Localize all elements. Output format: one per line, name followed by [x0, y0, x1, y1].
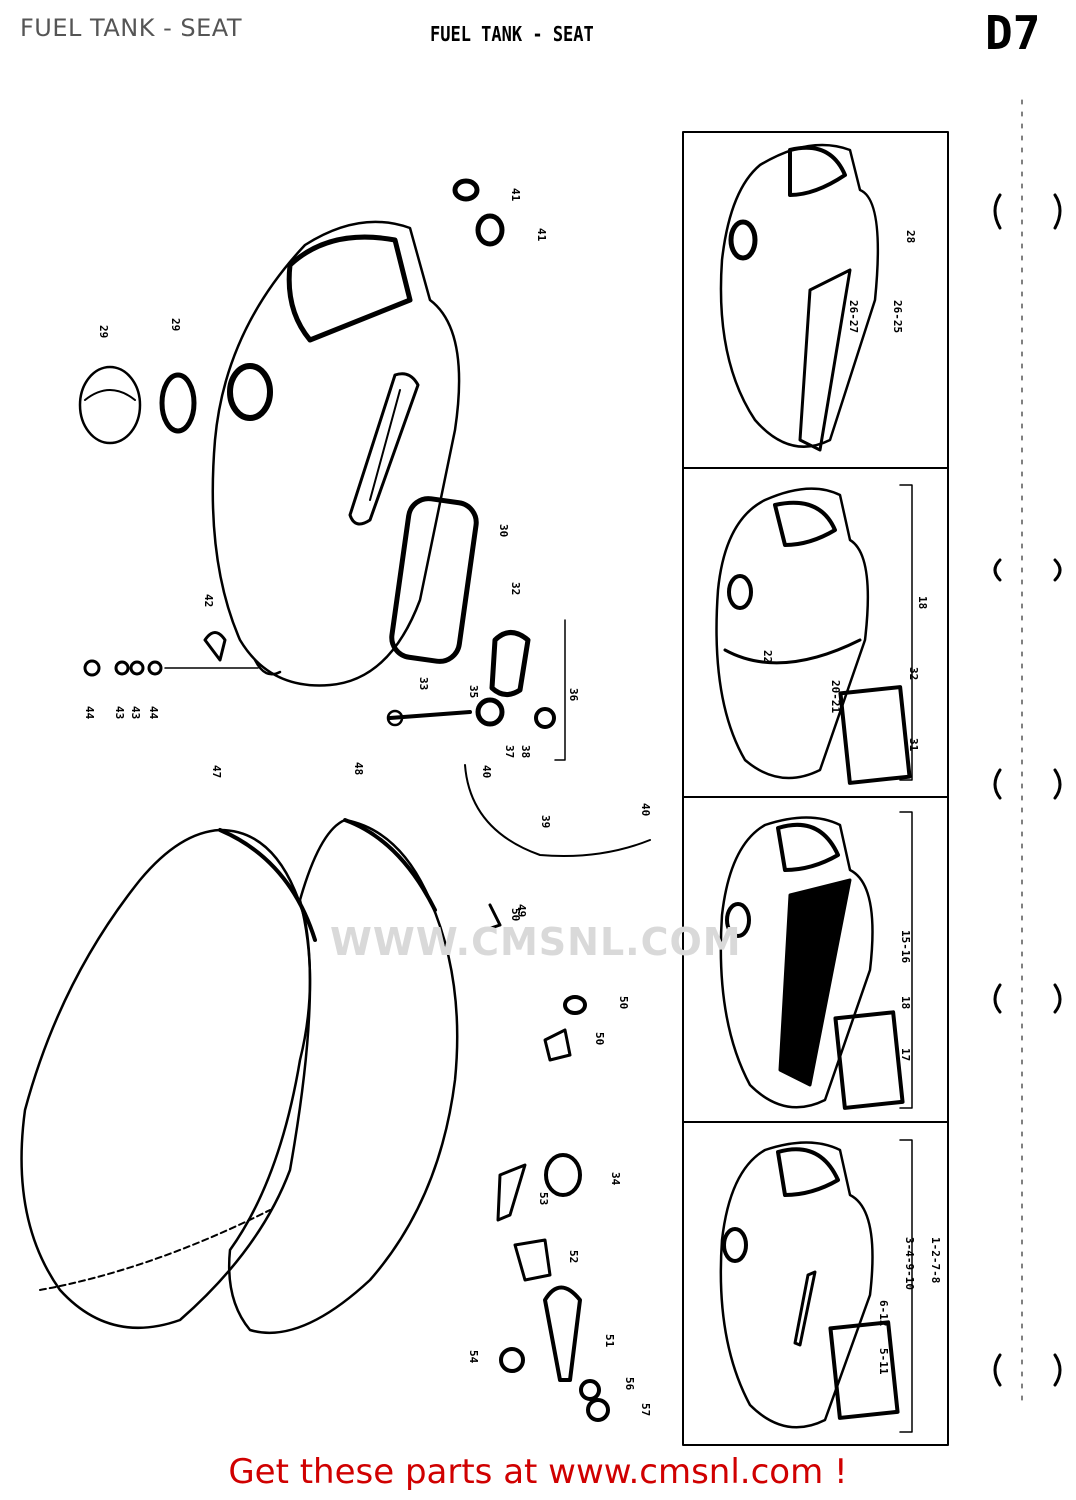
- callout: 18: [899, 996, 912, 1009]
- callout: 51: [603, 1334, 616, 1348]
- callout: 29: [169, 318, 182, 331]
- callouts-variants: 28 26-27 26-25 18 22 32 20-21 31 15-16 1…: [761, 230, 942, 1375]
- seat-48: [227, 818, 459, 1335]
- page-code: D7: [985, 6, 1041, 60]
- callout: 1-2-7-8: [929, 1237, 942, 1283]
- variant-tank-4: [719, 1141, 900, 1429]
- suzuki-emblem: [389, 496, 479, 664]
- drawing-title: FUEL TANK - SEAT: [430, 22, 594, 46]
- callout: 52: [567, 1250, 580, 1263]
- callout: 32: [509, 582, 522, 595]
- callout: 36: [567, 688, 580, 702]
- fuel-tank-main: [211, 220, 461, 687]
- callout: 6-12: [877, 1300, 890, 1327]
- callout: 53: [537, 1192, 550, 1205]
- variants-frame: [682, 131, 949, 1446]
- callout: 49: [515, 904, 528, 917]
- callout: 32: [907, 667, 920, 680]
- variant-tank-1: [719, 143, 880, 452]
- callout: 42: [202, 594, 215, 607]
- callout: 30: [497, 524, 510, 537]
- callout: 40: [639, 803, 652, 816]
- callout: 50: [593, 1032, 606, 1045]
- callout: 43: [129, 706, 142, 719]
- callout: 33: [417, 677, 430, 690]
- callout: 29: [97, 325, 110, 338]
- callout: 41: [509, 188, 522, 202]
- callout: 17: [899, 1048, 912, 1061]
- callout: 40: [480, 765, 493, 778]
- variant-tank-2: [715, 487, 912, 785]
- cap-gasket: [159, 372, 197, 434]
- header-title: FUEL TANK - SEAT: [20, 14, 242, 42]
- footer-link[interactable]: Get these parts at www.cmsnl.com !: [228, 1452, 848, 1492]
- seat-47: [20, 828, 317, 1330]
- callout: 39: [539, 815, 552, 828]
- callout: 47: [210, 765, 223, 778]
- callout: 3-4-9-10: [903, 1237, 916, 1290]
- callout: 38: [519, 745, 532, 758]
- callout: 26-27: [847, 300, 860, 333]
- callout: 31: [907, 738, 920, 752]
- callout: 44: [83, 706, 96, 720]
- callout: 35: [467, 685, 480, 698]
- fuel-cap: [78, 365, 142, 445]
- callout: 48: [352, 762, 365, 775]
- callout: 56: [623, 1377, 636, 1391]
- callout: 54: [467, 1350, 480, 1364]
- callout: 18: [916, 596, 929, 609]
- callout: 44: [147, 706, 160, 720]
- callout: 5-11: [877, 1348, 890, 1375]
- callout: 22: [761, 650, 774, 663]
- callout: 28: [904, 230, 917, 243]
- callout: 26-25: [891, 300, 904, 333]
- callout: 37: [503, 745, 516, 758]
- callout: 34: [609, 1172, 622, 1186]
- callout: 50: [617, 996, 630, 1009]
- callout: 43: [113, 706, 126, 719]
- callout: 41: [535, 228, 548, 242]
- callout: 57: [639, 1403, 652, 1416]
- callout: 50: [509, 908, 522, 921]
- watermark: WWW.CMSNL.COM: [330, 920, 742, 964]
- callout: 15-16: [899, 930, 912, 963]
- variant-tank-3: [719, 816, 905, 1110]
- fuel-cock: [386, 619, 651, 932]
- callout: 20-21: [829, 680, 842, 713]
- callouts-main: 41 41 29 29 42 44 43 43 44 30 32 33 35 3…: [83, 188, 652, 1416]
